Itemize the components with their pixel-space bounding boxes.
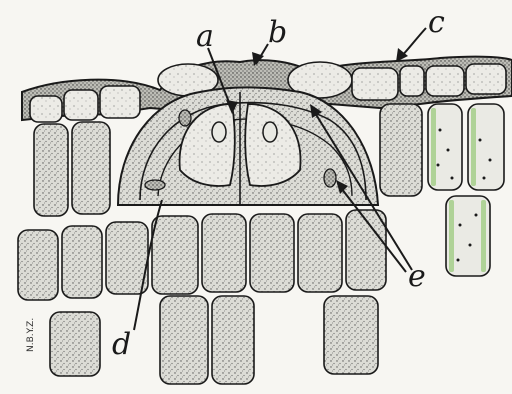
label-e: e	[408, 262, 426, 292]
illustrator-signature: N.B.Y.Z.	[26, 318, 36, 352]
label-c: c	[428, 8, 445, 38]
label-a: a	[196, 22, 214, 52]
hypodermal-cells	[18, 210, 386, 300]
lateral-cells-right	[380, 104, 422, 196]
mesophyll-cells	[50, 296, 378, 384]
lateral-cells-left	[34, 122, 110, 216]
label-d: d	[112, 330, 131, 360]
label-b: b	[268, 18, 287, 48]
